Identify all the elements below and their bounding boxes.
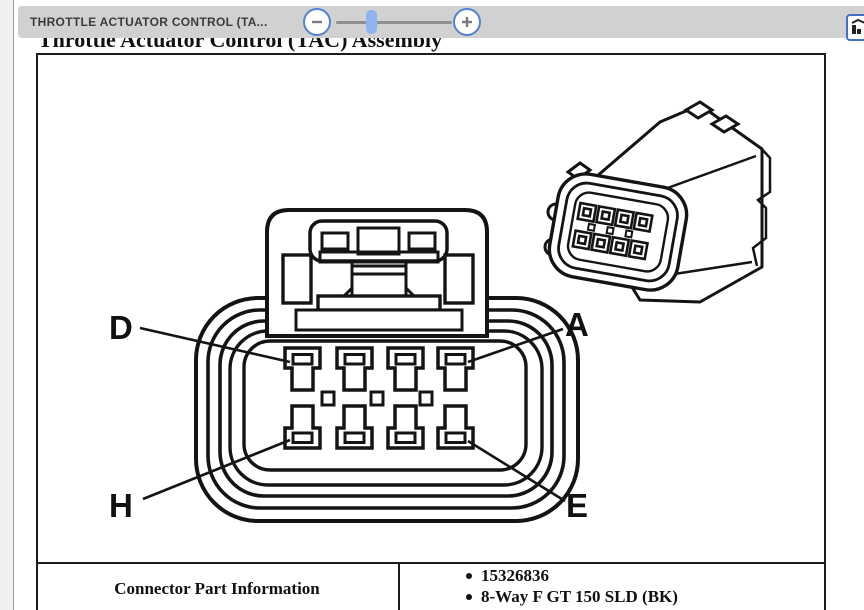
list-item: 15326836 [466, 565, 822, 586]
table-value-cell: 15326836 8-Way F GT 150 SLD (BK) [466, 565, 822, 607]
connector-latch [265, 208, 489, 338]
pin-label-h: H [109, 487, 133, 524]
part-description: 8-Way F GT 150 SLD (BK) [481, 587, 678, 606]
part-number: 15326836 [481, 566, 549, 585]
left-gutter [0, 0, 14, 610]
plus-icon [462, 17, 472, 27]
toolbar-title: THROTTLE ACTUATOR CONTROL (TA... [30, 15, 268, 29]
table-border-top [36, 562, 826, 564]
zoom-slider-track[interactable] [336, 21, 452, 24]
3d-terminal-grid [571, 201, 654, 261]
table-column-divider [398, 562, 400, 610]
key-square [418, 390, 434, 407]
pin-top-row [283, 346, 475, 392]
bullet-icon [466, 573, 472, 579]
minus-icon [312, 20, 322, 24]
pin-bottom-row [283, 404, 475, 450]
terminal-pins [283, 346, 475, 450]
bullet-icon [466, 594, 472, 600]
table-header-cell: Connector Part Information [114, 579, 320, 598]
connector-3d-view [543, 100, 772, 304]
key-square [369, 390, 385, 407]
zoom-in-button[interactable] [453, 8, 481, 36]
zoom-slider-handle[interactable] [366, 10, 377, 34]
pin-label-d: D [109, 309, 133, 346]
chart-glyph-icon [851, 18, 864, 34]
pin-label-a: A [565, 306, 589, 343]
pin-label-e: E [566, 487, 588, 524]
list-item: 8-Way F GT 150 SLD (BK) [466, 586, 822, 607]
zoom-out-button[interactable] [303, 8, 331, 36]
key-square [320, 390, 336, 407]
pin-leader-lines [139, 326, 566, 503]
corner-tool-button[interactable] [846, 14, 864, 41]
toolbar: THROTTLE ACTUATOR CONTROL (TA... [18, 6, 864, 38]
